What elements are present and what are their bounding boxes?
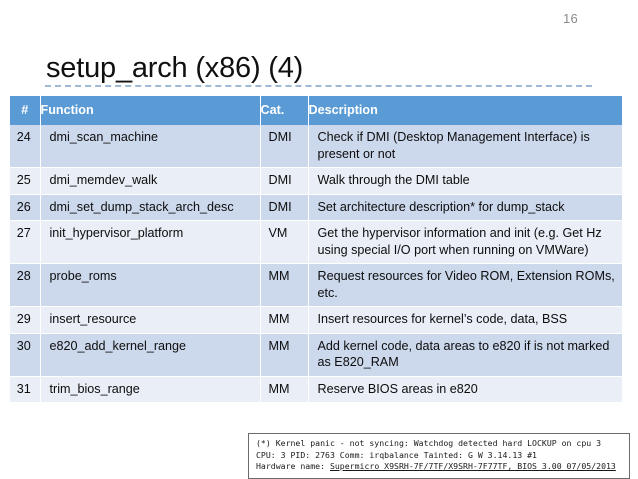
row-number: 25 [10,167,41,195]
dashed-divider [45,85,592,87]
row-description: Set architecture description* for dump_s… [308,194,622,221]
row-category: VM [260,220,309,264]
row-number: 26 [10,194,41,221]
row-number: 27 [10,220,41,264]
callout-hardware-name: Supermicro X9SRH-7F/7TF/X9SRH-7F77TF, BI… [329,461,616,472]
row-category: MM [260,333,309,377]
callout-line-1: (*) Kernel panic - not syncing: Watchdog… [256,438,602,448]
row-category: DMI [260,194,309,221]
column-header-function: Function [40,96,261,125]
row-category: MM [260,306,309,334]
row-function: dmi_memdev_walk [40,167,261,195]
row-description: Walk through the DMI table [308,167,622,195]
callout-line-3-prefix: Hardware name: [256,461,330,472]
row-category: MM [260,263,309,307]
row-description: Check if DMI (Desktop Management Interfa… [308,125,622,168]
callout-line-2: CPU: 3 PID: 2763 Comm: irqbalance Tainte… [256,449,537,460]
row-description: Reserve BIOS areas in e820 [308,376,622,403]
kernel-panic-callout: (*) Kernel panic - not syncing: Watchdog… [248,433,630,479]
page-title: setup_arch (x86) (4) [46,52,304,85]
row-category: DMI [260,125,309,168]
row-number: 29 [10,306,41,334]
row-category: MM [260,376,309,403]
row-category: DMI [260,167,309,195]
callout-line-3: Hardware name: Supermicro X9SRH-7F/7TF/X… [256,461,623,473]
column-header-number: # [10,96,41,125]
row-function: trim_bios_range [40,376,261,403]
row-description: Add kernel code, data areas to e820 if i… [308,333,622,377]
row-number: 31 [10,376,41,403]
column-header-category: Cat. [260,96,309,125]
row-description: Insert resources for kernel’s code, data… [308,306,622,334]
row-number: 24 [10,125,41,168]
row-description: Get the hypervisor information and init … [308,220,622,264]
row-function: e820_add_kernel_range [40,333,261,377]
slide-number: 16 [562,11,578,26]
row-number: 28 [10,263,41,307]
row-function: insert_resource [40,306,261,334]
row-function: dmi_set_dump_stack_arch_desc [40,194,261,221]
column-header-description: Description [308,96,622,125]
row-number: 30 [10,333,41,377]
row-function: probe_roms [40,263,261,307]
row-function: init_hypervisor_platform [40,220,261,264]
row-function: dmi_scan_machine [40,125,261,168]
row-description: Request resources for Video ROM, Extensi… [308,263,622,307]
table-header-row: # Function Cat. Description [10,96,622,125]
